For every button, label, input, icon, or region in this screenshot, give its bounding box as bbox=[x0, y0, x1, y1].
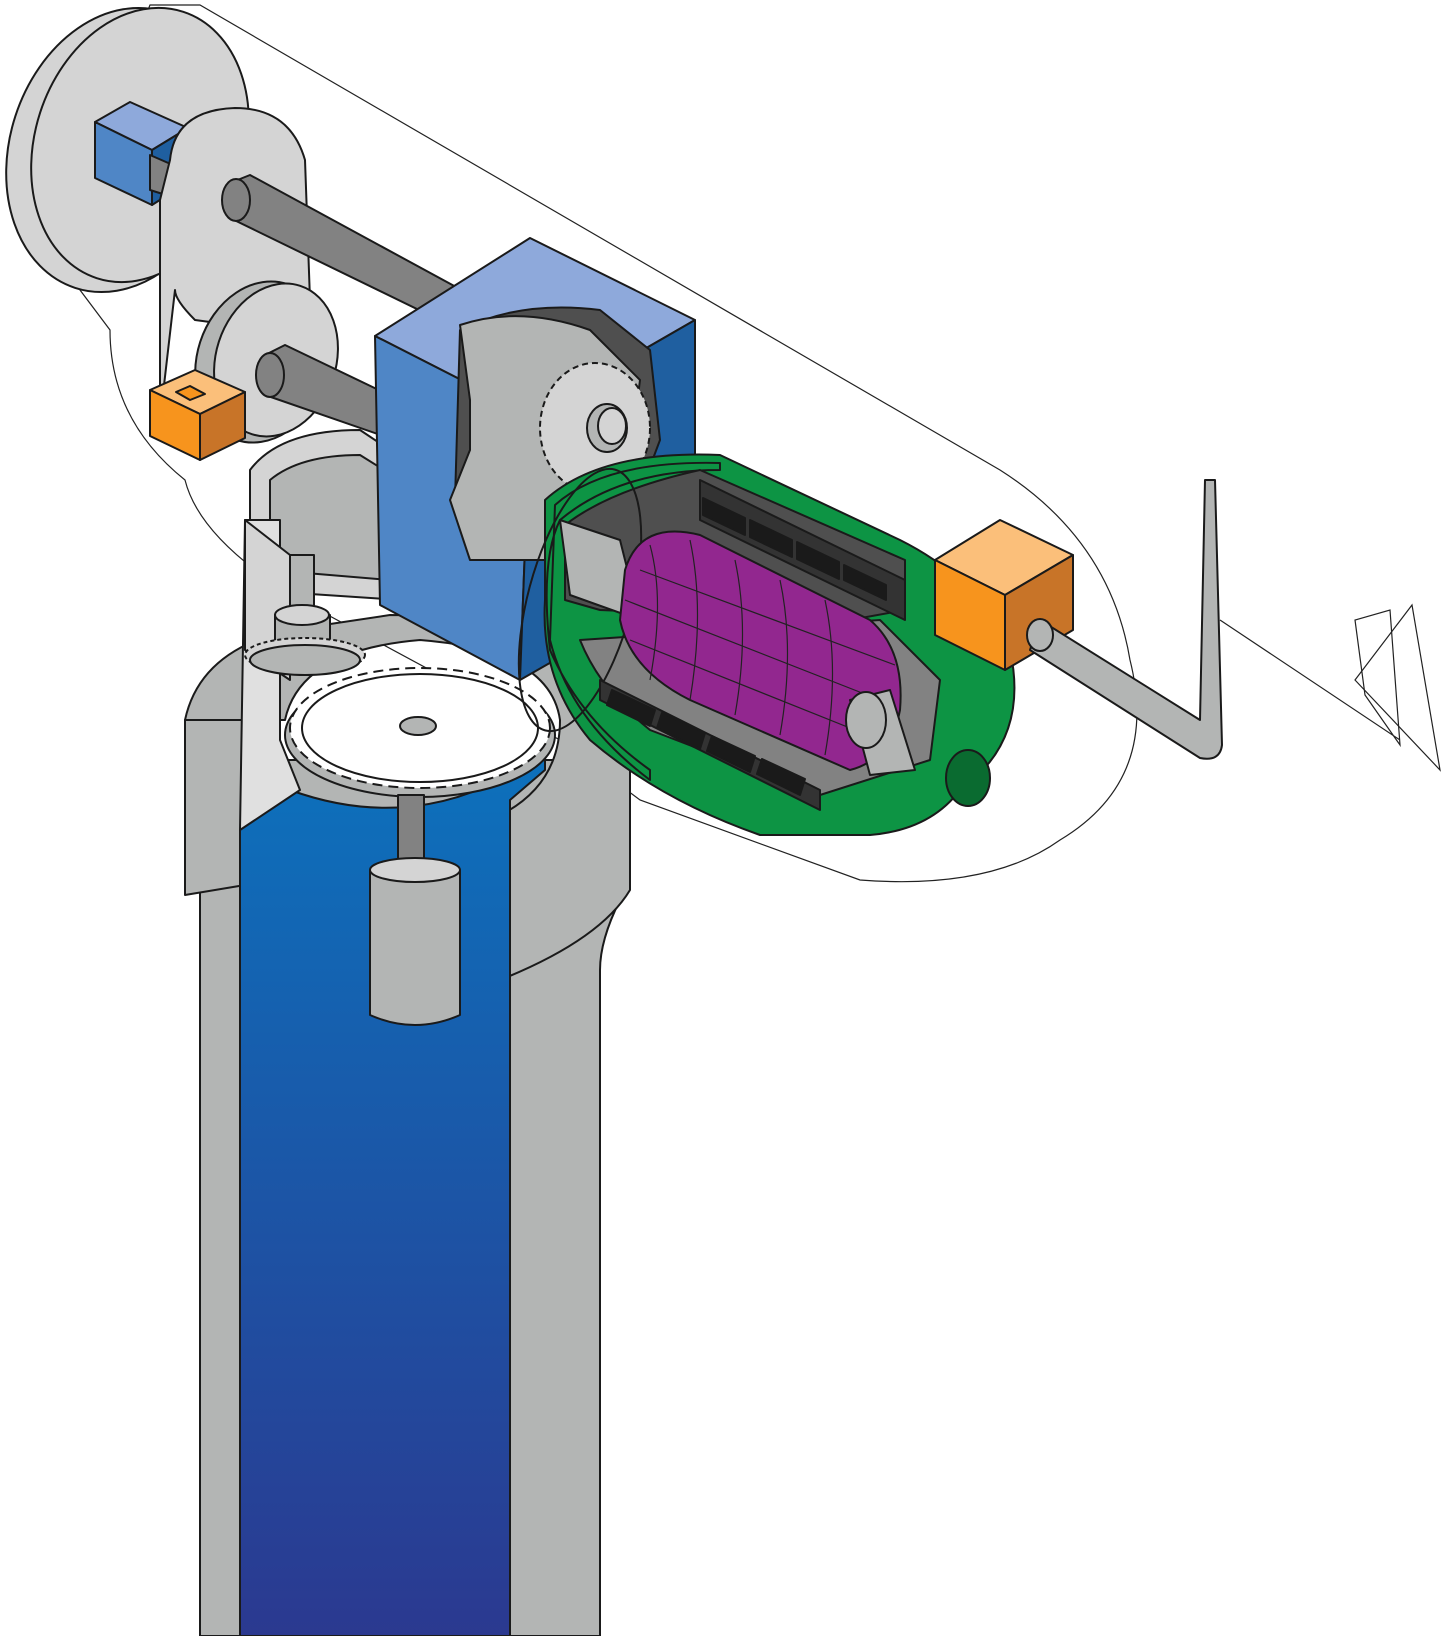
vertical-tube bbox=[184, 614, 631, 1636]
stator-magnet-upper bbox=[699, 479, 906, 621]
bracket-bearing-block bbox=[149, 369, 246, 461]
crank-handle bbox=[1026, 479, 1223, 760]
lower-bushing bbox=[369, 794, 461, 1026]
rotor bbox=[619, 530, 902, 771]
pinion-gear bbox=[244, 637, 366, 676]
outer-shell bbox=[72, 4, 1138, 883]
rotor-shaft-stub bbox=[845, 689, 916, 776]
gearbox-gears bbox=[449, 315, 651, 561]
support-bracket bbox=[159, 107, 311, 421]
front-bearing-block bbox=[934, 519, 1074, 671]
spur-gear bbox=[284, 667, 556, 798]
propeller-outline bbox=[1219, 609, 1401, 748]
stator-magnet-lower bbox=[599, 679, 821, 811]
drive-shaft-upper bbox=[221, 174, 481, 331]
